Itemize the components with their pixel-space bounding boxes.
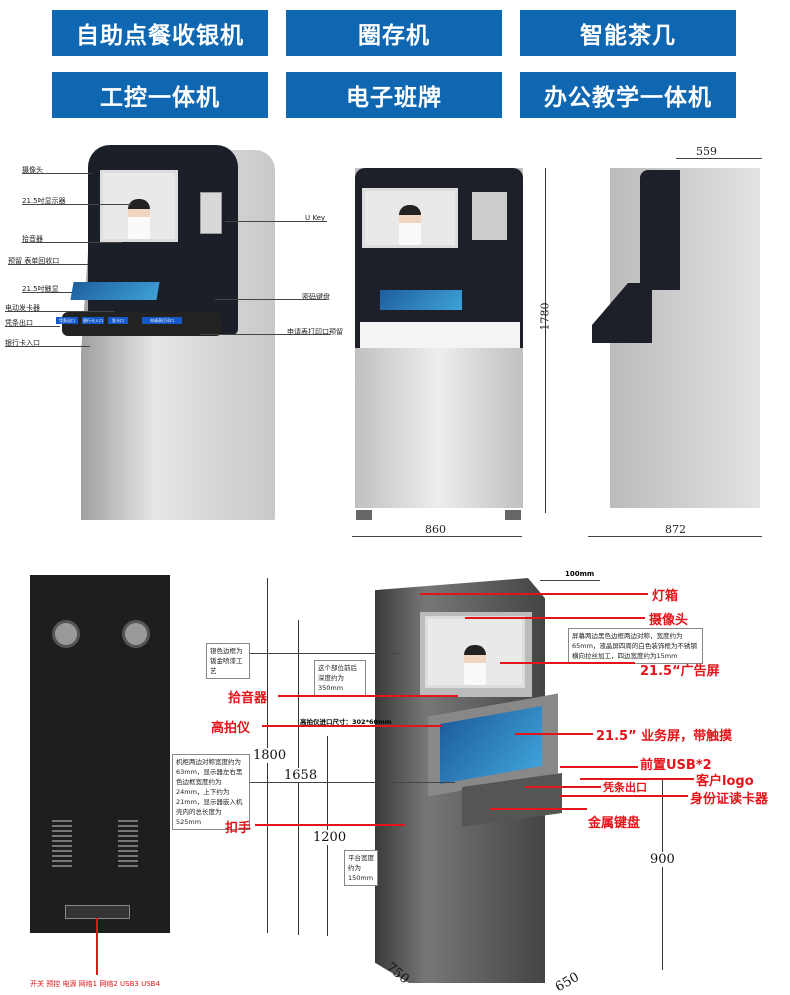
note-platform: 平台宽度约为150mm bbox=[344, 850, 378, 886]
label-camera: 摄像头 bbox=[22, 166, 43, 174]
label-logo: 客户logo bbox=[696, 774, 754, 789]
category-button[interactable]: 自助点餐收银机 bbox=[52, 10, 268, 56]
label-receipt: 凭条出口 bbox=[5, 319, 33, 327]
dim-width: 860 bbox=[425, 523, 446, 536]
label-usb: 前置USB*2 bbox=[640, 758, 712, 773]
label-receipt2: 凭条出口 bbox=[603, 781, 647, 794]
dim-side-top: 559 bbox=[696, 145, 717, 158]
note-depth: 这个部位前后深度约为350mm bbox=[314, 660, 366, 696]
label-keyboard: 金属键盘 bbox=[588, 816, 641, 831]
label-biz-screen: 21.5” 业务屏，带触摸 bbox=[596, 729, 733, 744]
label-mic: 拾音器 bbox=[22, 235, 43, 243]
category-button[interactable]: 智能茶几 bbox=[520, 10, 736, 56]
label-mic2: 拾音器 bbox=[228, 691, 268, 706]
fan-icon bbox=[52, 620, 80, 648]
label-pinpad: 密码键盘 bbox=[302, 293, 330, 301]
label-camera2: 摄像头 bbox=[649, 613, 689, 628]
kiosk1-button: 发卡口 bbox=[108, 317, 128, 324]
back-ports-label: 开关 预控 电源 网络1 网络2 USB3 USB4 bbox=[30, 980, 160, 988]
dim-650: 650 bbox=[552, 969, 582, 995]
category-button[interactable]: 工控一体机 bbox=[52, 72, 268, 118]
fan-icon bbox=[122, 620, 150, 648]
note-ad-border: 屏幕两边黑色边框两边对称，宽度约为65mm，液晶屏四周的白色装饰框为不锈钢横向拉… bbox=[568, 628, 703, 664]
category-button[interactable]: 圈存机 bbox=[286, 10, 502, 56]
port-panel bbox=[65, 905, 130, 919]
dim-1800: 1800 bbox=[253, 748, 287, 763]
label-print: 申请表打印口预留 bbox=[287, 328, 343, 336]
note-scanner-port: 高拍仪进口尺寸：302*60mm bbox=[300, 718, 392, 726]
label-handle: 扣手 bbox=[225, 821, 252, 836]
dim-side-depth: 872 bbox=[665, 523, 686, 536]
label-bank-card: 银行卡入口 bbox=[5, 339, 40, 347]
label-lightbox: 灯箱 bbox=[652, 589, 679, 604]
label-scanner: 高拍仪 bbox=[211, 721, 251, 736]
label-id-reader: 身份证读卡器 bbox=[690, 792, 769, 807]
dim-100mm: 100mm bbox=[565, 570, 595, 578]
note-screen-border: 机柜两边对称宽度约为63mm，显示器左右黑色边框宽度约为24mm，上下约为21m… bbox=[172, 754, 250, 830]
label-touch: 21.5吋触显 bbox=[22, 285, 59, 293]
dim-1658: 1658 bbox=[284, 768, 318, 783]
kiosk1-button: 申请表打印口 bbox=[142, 317, 182, 324]
label-ukey: U Key bbox=[305, 214, 326, 222]
label-card-dispenser: 电动发卡器 bbox=[5, 304, 40, 312]
label-display: 21.5吋显示器 bbox=[22, 197, 66, 205]
label-ad-screen: 21.5“广告屏 bbox=[640, 664, 720, 679]
category-button[interactable]: 电子班牌 bbox=[286, 72, 502, 118]
dim-900: 900 bbox=[650, 852, 675, 867]
kiosk1-button: 凭条出口 bbox=[56, 317, 78, 324]
kiosk1-button: 银行卡入口 bbox=[82, 317, 104, 324]
note-frame: 银色边框为钣金喷漆工艺 bbox=[206, 643, 250, 679]
category-button[interactable]: 办公教学一体机 bbox=[520, 72, 736, 118]
dim-height: 1780 bbox=[538, 302, 552, 331]
dim-1200: 1200 bbox=[313, 830, 347, 845]
label-reserved: 预留 表单回收口 bbox=[8, 257, 60, 265]
